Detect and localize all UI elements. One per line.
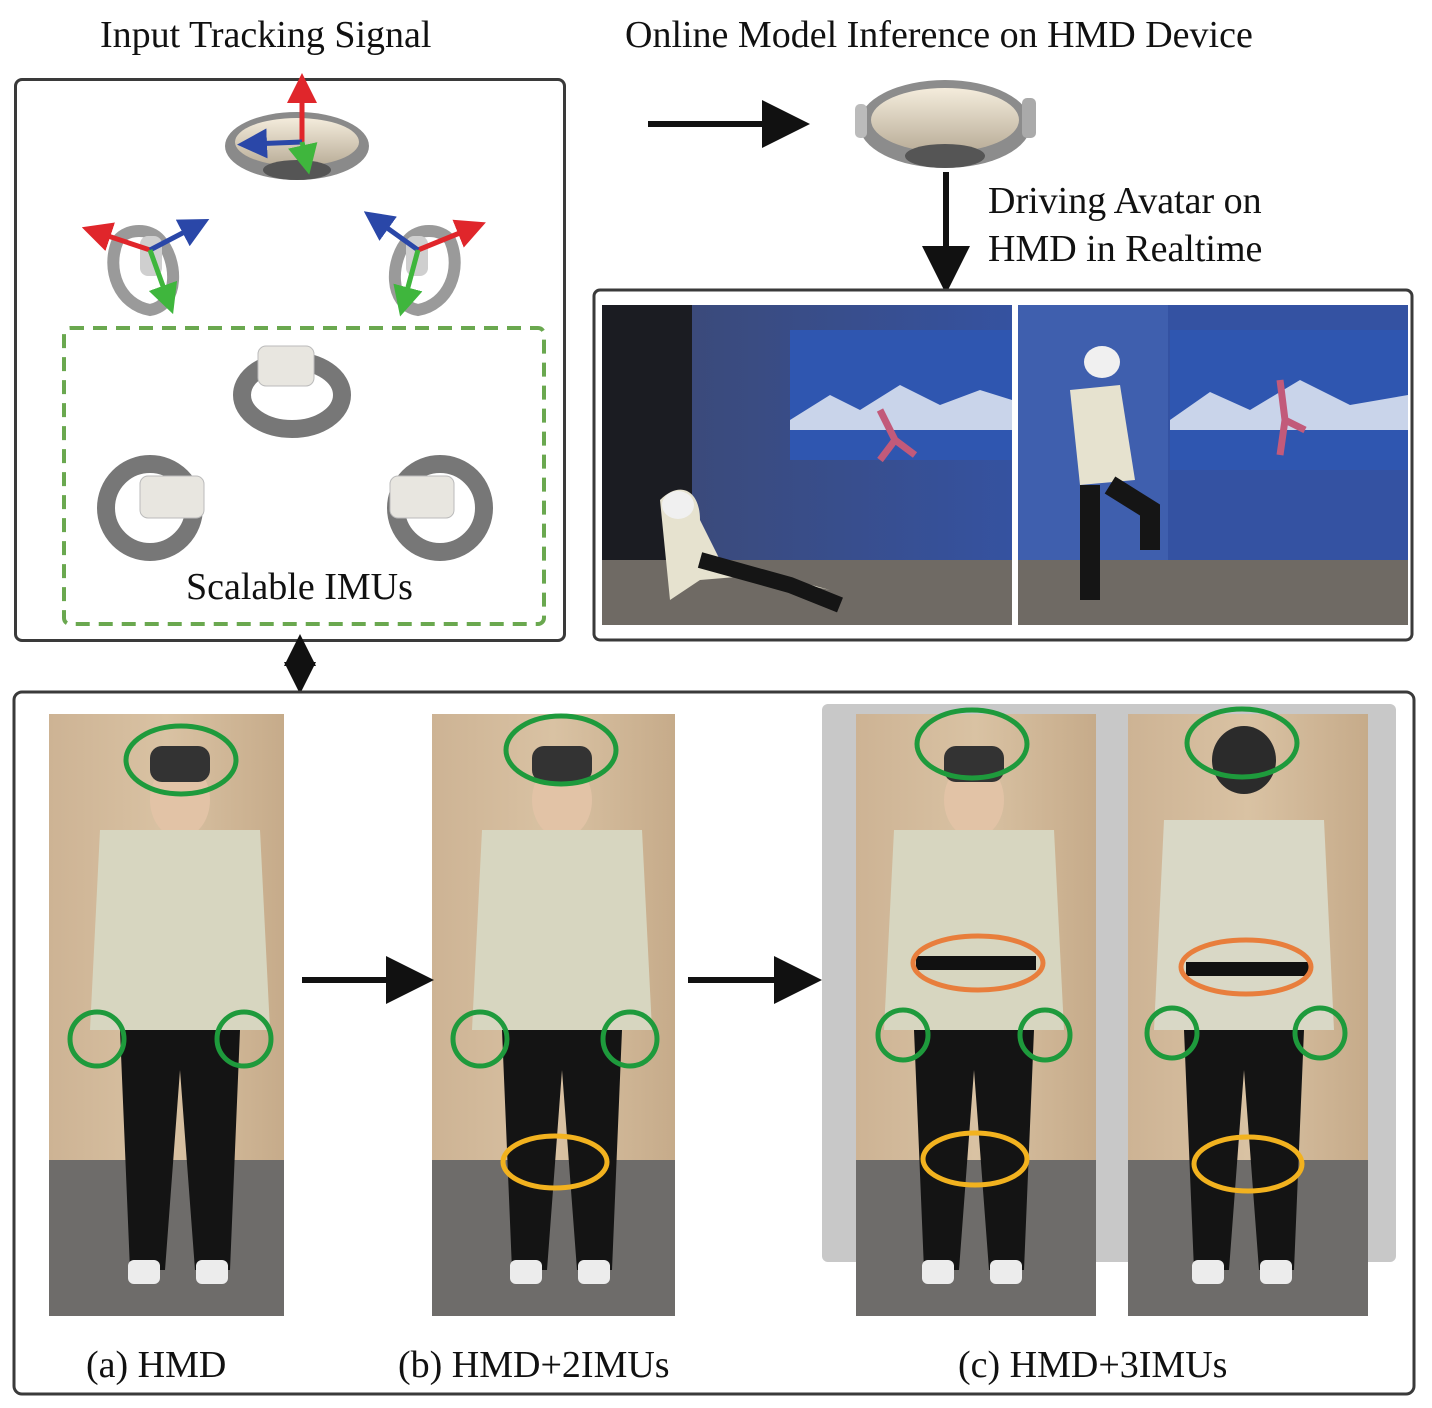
knee-circle bbox=[500, 1133, 610, 1191]
scalable-imus-label: Scalable IMUs bbox=[186, 566, 413, 608]
imu-band-icon bbox=[387, 455, 493, 561]
waist-circle bbox=[1178, 937, 1314, 997]
vr-headset-icon bbox=[855, 80, 1036, 168]
vr-headset-icon bbox=[225, 112, 369, 180]
avatar-screenshot-1 bbox=[602, 305, 1012, 625]
imu-band-icon bbox=[233, 345, 351, 438]
input-tracking-title: Input Tracking Signal bbox=[100, 14, 432, 56]
hand-circle bbox=[1017, 1007, 1073, 1063]
head-circle bbox=[123, 723, 239, 797]
caption-b: (b) HMD+2IMUs bbox=[398, 1344, 670, 1386]
hand-circle bbox=[600, 1009, 660, 1069]
hand-circle bbox=[875, 1007, 931, 1063]
scalable-imus-area bbox=[62, 326, 546, 626]
hand-circle bbox=[450, 1009, 510, 1069]
hand-circle bbox=[67, 1009, 127, 1069]
caption-c: (c) HMD+3IMUs bbox=[958, 1344, 1228, 1386]
hand-circle bbox=[1144, 1005, 1200, 1061]
avatar-screenshot-2 bbox=[1018, 305, 1408, 625]
hand-circle bbox=[1292, 1005, 1348, 1061]
person-photo-b bbox=[432, 714, 675, 1316]
knee-circle bbox=[1191, 1134, 1305, 1194]
waist-circle bbox=[910, 933, 1046, 993]
imu-band-icon bbox=[97, 455, 205, 561]
head-circle bbox=[503, 713, 619, 787]
knee-circle bbox=[920, 1130, 1030, 1188]
driving-avatar-label-1: Driving Avatar on bbox=[988, 180, 1262, 222]
hand-circle bbox=[214, 1009, 274, 1069]
online-inference-title: Online Model Inference on HMD Device bbox=[625, 14, 1253, 56]
caption-a: (a) HMD bbox=[86, 1344, 227, 1386]
driving-avatar-label-2: HMD in Realtime bbox=[988, 228, 1263, 270]
head-circle bbox=[914, 707, 1030, 781]
head-circle bbox=[1184, 706, 1300, 780]
person-photo-c-back bbox=[1128, 714, 1368, 1316]
